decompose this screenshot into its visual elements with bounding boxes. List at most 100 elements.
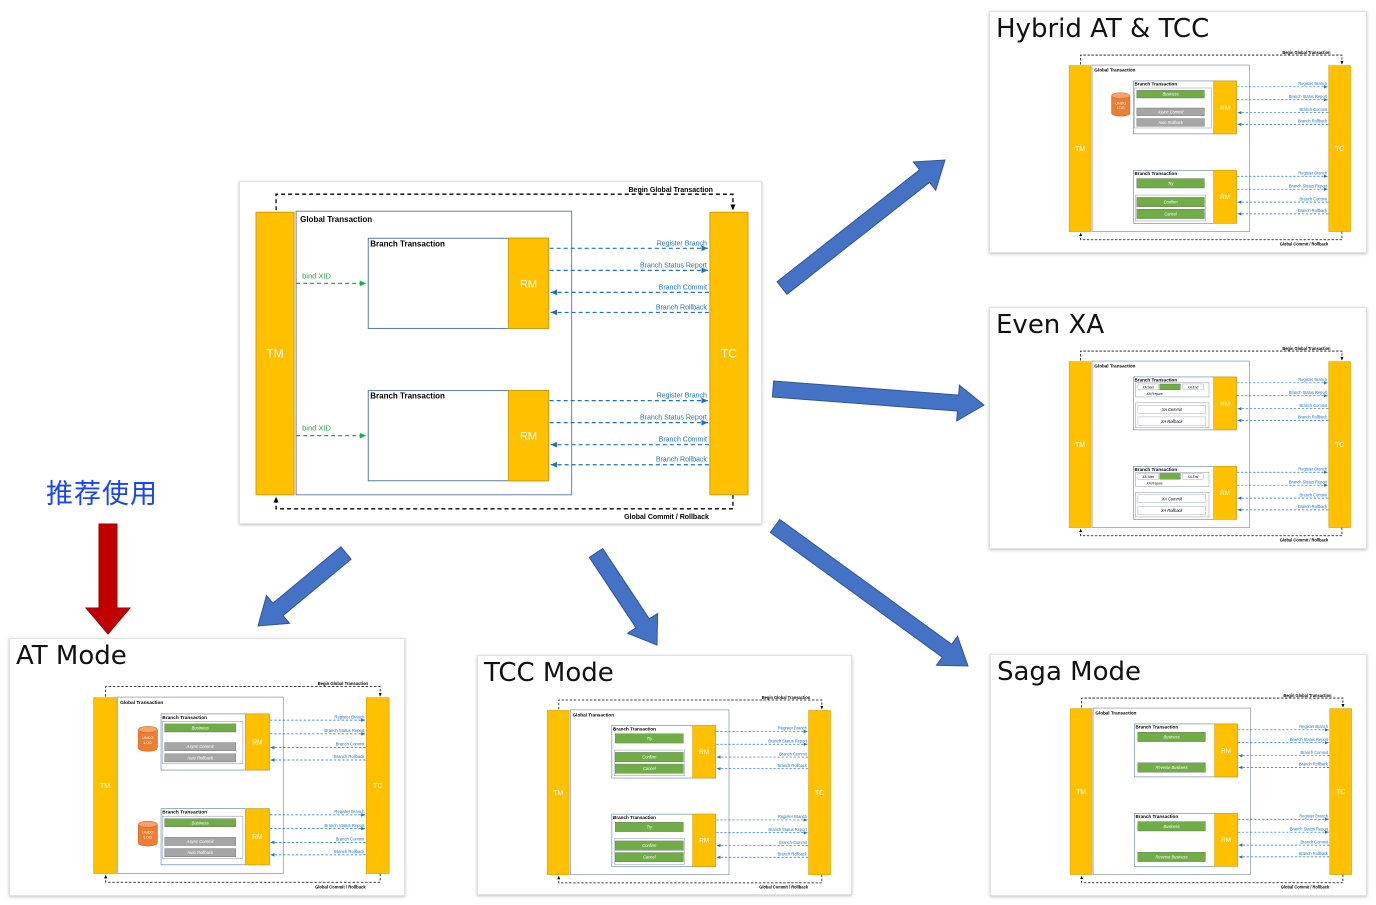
rm-box — [508, 237, 550, 329]
global-transaction-label: Global Transaction — [300, 215, 372, 224]
panel-title-xa: Even XA — [996, 310, 1105, 340]
message-label: Branch Commit — [1301, 750, 1329, 755]
rm-box — [1213, 80, 1237, 135]
tcc-ops-frame — [1135, 194, 1206, 222]
message-label: Branch Status Report — [1290, 826, 1329, 831]
branch-transaction-label: Branch Transaction — [1135, 171, 1178, 176]
rm-label: RM — [1220, 490, 1230, 497]
rm-box — [1213, 466, 1237, 520]
message-label: Branch Commit — [659, 284, 707, 291]
xa-start-label: XA Start — [1141, 385, 1154, 389]
panel-hybrid-at-tcc: Hybrid AT & TCC Begin Global Transaction… — [989, 11, 1367, 253]
tm-pillar — [1068, 65, 1092, 232]
op-async-commit — [164, 742, 236, 751]
op-reverse-business-label: Reverse Business — [1156, 765, 1188, 770]
global-transaction-box — [1092, 707, 1251, 875]
op-cancel-label: Cancel — [643, 855, 656, 860]
op-try — [615, 822, 684, 832]
begin-global-line — [105, 686, 382, 697]
op-async-commit-label: Async Commit — [186, 744, 215, 749]
op-async-commit — [1136, 107, 1205, 116]
message-label: Branch Rollback — [1299, 851, 1329, 856]
message-label: Branch Status Report — [640, 262, 707, 269]
op-business-label: Business — [1164, 734, 1180, 739]
message-label: Branch Commit — [659, 437, 707, 444]
xa-prepare-label: XA Prepare — [1145, 392, 1162, 396]
message-label: Register Branch — [778, 814, 807, 819]
rm-label: RM — [1221, 837, 1231, 844]
message-label: Branch Rollback — [1298, 415, 1328, 420]
op-confirm-label: Confirm — [642, 843, 657, 848]
tcc-ops-frame — [613, 749, 685, 776]
branch-transaction-label: Branch Transaction — [613, 726, 656, 731]
global-commit-label: Global Commit / Rollback — [624, 514, 709, 521]
op-business-label: Business — [1163, 92, 1179, 97]
rm-box — [508, 390, 550, 482]
rm-label: RM — [520, 431, 537, 443]
branch-transaction-label: Branch Transaction — [1135, 467, 1178, 472]
xa-end-box — [1182, 473, 1204, 480]
op-auto-rollback — [1136, 118, 1205, 127]
panel-title-hybrid: Hybrid AT & TCC — [996, 14, 1210, 44]
op-auto-rollback-label: Auto Rollback — [186, 755, 214, 760]
message-label: Branch Rollback — [656, 304, 707, 311]
op-reverse-business-label: Reverse Business — [1156, 854, 1188, 859]
tm-pillar — [546, 710, 570, 875]
op-confirm-label: Confirm — [1164, 200, 1179, 205]
op-cancel — [615, 852, 684, 863]
undo-log-cylinder — [137, 824, 158, 847]
global-commit-label: Global Commit / Rollback — [315, 884, 366, 889]
message-label: Branch Commit — [1300, 492, 1328, 497]
tc-label: TC — [1336, 789, 1345, 796]
tm-label: TM — [553, 790, 563, 797]
rm-label: RM — [1220, 105, 1230, 112]
branch-transaction-label: Branch Transaction — [1136, 814, 1179, 819]
op-business — [164, 723, 236, 733]
xa-start-box — [1137, 473, 1159, 480]
undo-log-cylinder — [1111, 95, 1131, 117]
xa-commit-label: XA Commit — [1161, 407, 1183, 412]
rm-label: RM — [1221, 748, 1231, 755]
global-commit-label: Global Commit / Rollback — [1281, 885, 1330, 890]
branch-transaction-label: Branch Transaction — [1136, 725, 1179, 730]
message-label: Branch Commit — [1300, 107, 1328, 112]
rm-label: RM — [252, 834, 263, 841]
op-try — [1136, 178, 1205, 189]
op-auto-rollback — [164, 753, 236, 763]
xa-rollback-box — [1137, 416, 1206, 426]
message-label: Register Branch — [657, 240, 707, 247]
rm-label: RM — [699, 749, 709, 756]
message-label: Register Branch — [1298, 377, 1327, 382]
tc-pillar — [1328, 65, 1351, 232]
undo-log-label: UNDO — [142, 830, 153, 835]
tc-pillar — [1328, 361, 1351, 528]
message-label: Branch Status Report — [768, 738, 807, 743]
message-label: Register Branch — [1298, 466, 1327, 471]
undo-log-cap — [137, 726, 158, 733]
flow-arrow-hybrid — [776, 159, 946, 296]
branch-transaction-label: Branch Transaction — [1135, 378, 1178, 383]
op-auto-rollback — [164, 848, 236, 857]
tm-label: TM — [266, 347, 283, 361]
message-label: Register Branch — [334, 714, 365, 719]
xa-end-label: XA End — [1187, 475, 1199, 479]
bind-xid-label: bind XID — [302, 424, 331, 433]
message-label: Branch Commit — [1301, 839, 1329, 844]
flow-arrow-saga — [769, 518, 969, 667]
global-commit-label: Global Commit / Rollback — [1280, 242, 1329, 247]
rm-box — [1213, 376, 1237, 431]
global-transaction-box — [1091, 360, 1250, 528]
begin-global-label: Begin Global Transaction — [1282, 346, 1331, 351]
message-label: Branch Status Report — [1289, 390, 1328, 395]
tm-label: TM — [100, 781, 110, 790]
rm-box — [1214, 813, 1238, 867]
message-label: Branch Status Report — [1289, 94, 1328, 99]
rm-label: RM — [1220, 194, 1230, 201]
undo-log-label: LOG — [144, 835, 152, 840]
tc-pillar — [808, 710, 831, 875]
